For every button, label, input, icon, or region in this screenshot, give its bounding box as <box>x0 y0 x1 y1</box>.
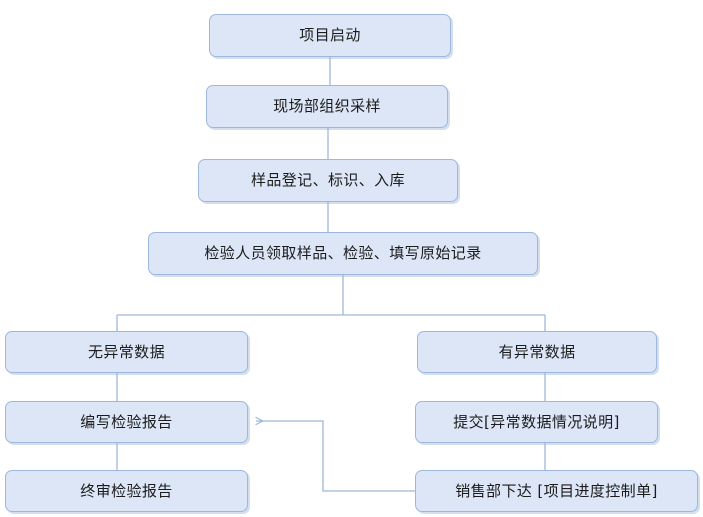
node-sales-progress-control-order[interactable]: 销售部下达 [项目进度控制单] <box>415 470 698 512</box>
node-has-abnormal-data[interactable]: 有异常数据 <box>417 331 657 373</box>
node-label: 编写检验报告 <box>80 412 173 431</box>
node-label: 销售部下达 [项目进度控制单] <box>455 481 658 500</box>
node-project-start[interactable]: 项目启动 <box>209 14 451 57</box>
node-label: 现场部组织采样 <box>273 97 381 116</box>
node-submit-abnormal-explanation[interactable]: 提交[异常数据情况说明] <box>415 401 658 443</box>
node-label: 有异常数据 <box>498 342 576 361</box>
node-no-abnormal-data[interactable]: 无异常数据 <box>5 331 248 373</box>
node-inspection-record[interactable]: 检验人员领取样品、检验、填写原始记录 <box>148 232 538 275</box>
node-write-inspection-report[interactable]: 编写检验报告 <box>5 401 248 443</box>
node-label: 样品登记、标识、入库 <box>250 171 405 190</box>
connector-feedback-n10-n7 <box>255 416 415 492</box>
node-label: 项目启动 <box>299 26 361 45</box>
node-label: 提交[异常数据情况说明] <box>453 412 620 431</box>
node-final-inspection-report[interactable]: 终审检验报告 <box>5 470 248 512</box>
node-label: 无异常数据 <box>87 342 165 361</box>
node-sample-registration[interactable]: 样品登记、标识、入库 <box>198 159 458 202</box>
node-label: 检验人员领取样品、检验、填写原始记录 <box>204 244 482 263</box>
node-label: 终审检验报告 <box>80 481 173 500</box>
node-site-sampling[interactable]: 现场部组织采样 <box>206 85 448 128</box>
